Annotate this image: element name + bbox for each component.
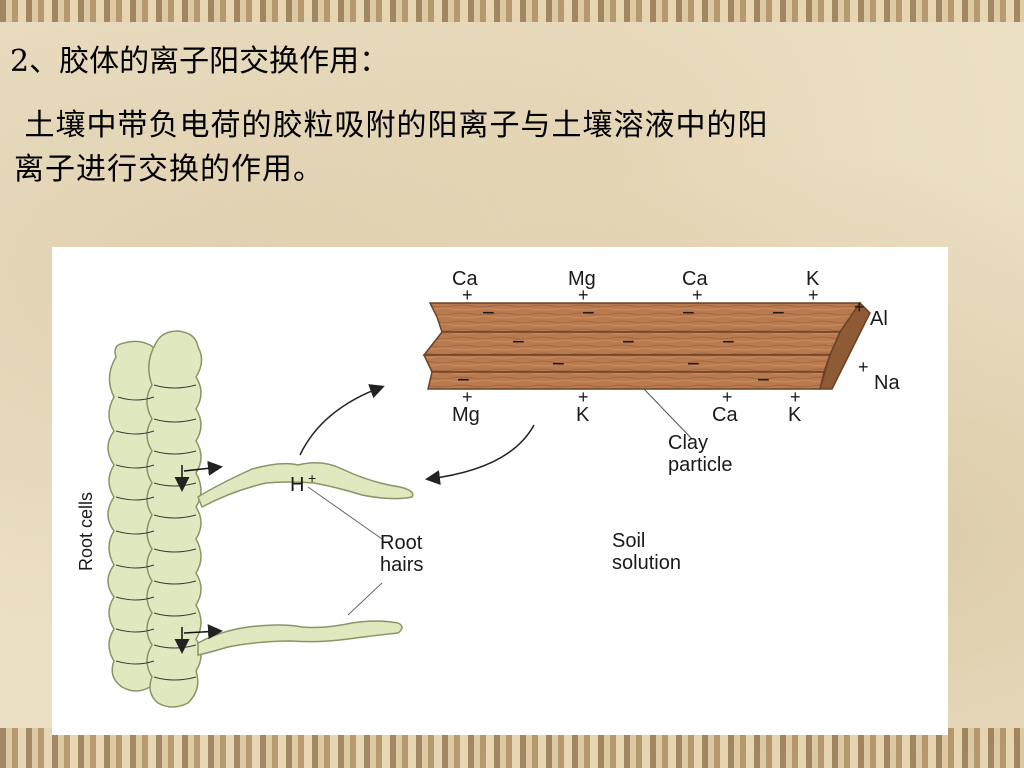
ion-symbol: Mg [568,268,596,290]
ion-symbol: Ca [452,268,478,290]
root-cells-label: Root cells [76,492,96,571]
root-hairs-label-line-2: hairs [380,554,423,576]
ion-charge: + [462,285,473,305]
neg-charge: − [457,367,470,392]
neg-charge: − [772,300,785,325]
root-cell-column-inner [146,330,203,708]
paragraph-line-1-text: 土壤中带负电荷的胶粒吸附的阳离子与土壤溶液中的阳 [24,108,769,143]
ion-charge: + [858,357,869,377]
exchange-arrow-down [425,424,535,485]
clay-end-face [818,301,871,390]
neg-charge: − [512,329,525,354]
ion-charge: + [808,285,819,305]
neg-charge: − [552,351,565,376]
ion-symbol: Al [870,308,888,330]
neg-charge: − [722,329,735,354]
outer-cell-walls [115,396,155,665]
side-ions: + Al + Na [854,297,900,394]
root-hairs-label-line-1: Root [380,532,423,554]
ion-charge: + [462,387,473,407]
ion-charge: + [722,387,733,407]
root-hairs-pointer-lower [347,582,383,616]
root-hairs-pointer-upper [307,486,383,540]
paragraph-line-1: 土壤中带负电荷的胶粒吸附的阳离子与土壤溶液中的阳 [14,104,1004,148]
ion-symbol: Mg [452,404,480,426]
negative-charges: − − − − − − − − − − − [457,300,785,392]
ion-symbol: Ca [682,268,708,290]
neg-charge: − [482,300,495,325]
clay-label-line-2: particle [668,454,732,476]
flow-arrow-right-upper [183,460,223,476]
root-hair-upper [197,462,414,509]
soil-label-line-1: Soil [612,530,645,552]
ion-charge: + [578,387,589,407]
neg-charge: − [687,351,700,376]
slide-paragraph: 土壤中带负电荷的胶粒吸附的阳离子与土壤溶液中的阳 离子进行交换的作用。 [14,104,1004,192]
exchange-arrow-up [299,384,385,456]
ion-charge: + [854,297,865,317]
ion-symbol: K [788,404,802,426]
root-cells [107,330,414,708]
ion-symbol: Ca [712,404,738,426]
ion-symbol: K [576,404,590,426]
soil-label-line-2: solution [612,552,681,574]
clay-particle [422,301,871,390]
slide-title: 2、胶体的离子阳交换作用： [10,44,390,79]
ion-symbol: Na [874,372,900,394]
clay-label-line-1: Clay [668,432,708,454]
neg-charge: − [757,367,770,392]
ion-charge: + [790,387,801,407]
ion-charge: + [578,285,589,305]
decorative-border-top [0,0,1024,22]
ion-charge: + [692,285,703,305]
ion-symbol: K [806,268,820,290]
h-ion-charge: + [308,470,316,486]
cation-exchange-figure: − − − − − − − − − − − Ca + Mg + Ca + K +… [52,247,948,735]
neg-charge: − [682,300,695,325]
bottom-ions: + Mg + K + Ca + K [452,387,802,426]
flow-arrow-right-lower [183,624,223,640]
top-ions: Ca + Mg + Ca + K + [452,268,820,305]
paragraph-line-2: 离子进行交换的作用。 [14,152,324,187]
root-hair-lower [197,620,403,656]
neg-charge: − [622,329,635,354]
h-ion-symbol: H [290,474,304,496]
cation-exchange-diagram: − − − − − − − − − − − Ca + Mg + Ca + K +… [76,268,900,708]
neg-charge: − [582,300,595,325]
clay-pointer-line [643,388,693,440]
